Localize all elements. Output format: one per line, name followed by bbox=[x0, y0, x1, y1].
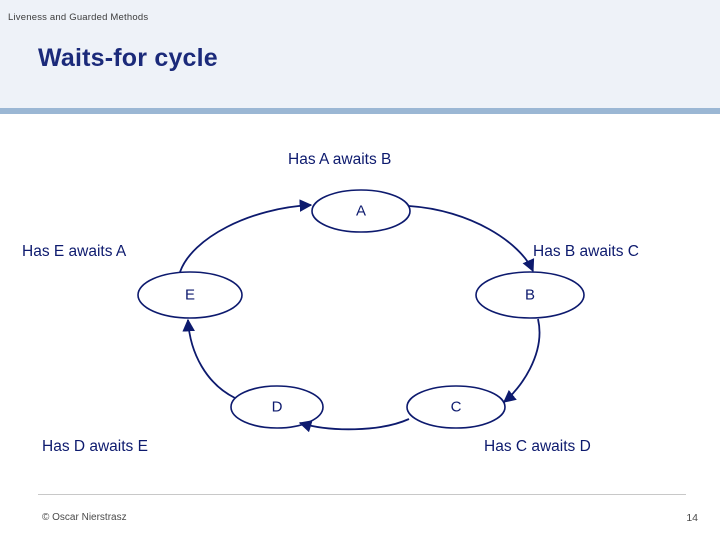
edge-b-to-c bbox=[503, 318, 541, 403]
node-d bbox=[230, 385, 324, 429]
edge-d-to-e bbox=[182, 318, 236, 399]
edge-a-to-b bbox=[408, 205, 535, 273]
waits-for-cycle-diagram: A B C D E Has A awaits B Has B awaits C … bbox=[0, 114, 720, 474]
edge-label-c-awaits-d: Has C awaits D bbox=[484, 438, 591, 455]
edge-c-to-d bbox=[298, 418, 410, 433]
node-c bbox=[406, 385, 506, 429]
node-e bbox=[137, 271, 243, 319]
header-divider bbox=[0, 108, 720, 114]
edge-label-b-awaits-c: Has B awaits C bbox=[533, 243, 639, 260]
copyright-text: © Oscar Nierstrasz bbox=[42, 512, 127, 523]
node-label-a: A bbox=[355, 202, 367, 220]
node-label-b: B bbox=[524, 286, 536, 304]
page-number: 14 bbox=[686, 512, 698, 524]
node-label-d: D bbox=[271, 398, 283, 416]
edge-e-to-a bbox=[179, 199, 313, 273]
header-band bbox=[0, 0, 720, 108]
node-label-c: C bbox=[450, 398, 462, 416]
breadcrumb: Liveness and Guarded Methods bbox=[8, 12, 149, 23]
page-title: Waits-for cycle bbox=[38, 44, 218, 72]
footer-divider bbox=[38, 494, 686, 495]
diagram-canvas bbox=[137, 189, 585, 433]
edge-label-d-awaits-e: Has D awaits E bbox=[42, 438, 148, 455]
edge-label-a-awaits-b: Has A awaits B bbox=[288, 151, 392, 168]
node-label-e: E bbox=[184, 286, 196, 304]
edge-label-e-awaits-a: Has E awaits A bbox=[22, 243, 127, 260]
